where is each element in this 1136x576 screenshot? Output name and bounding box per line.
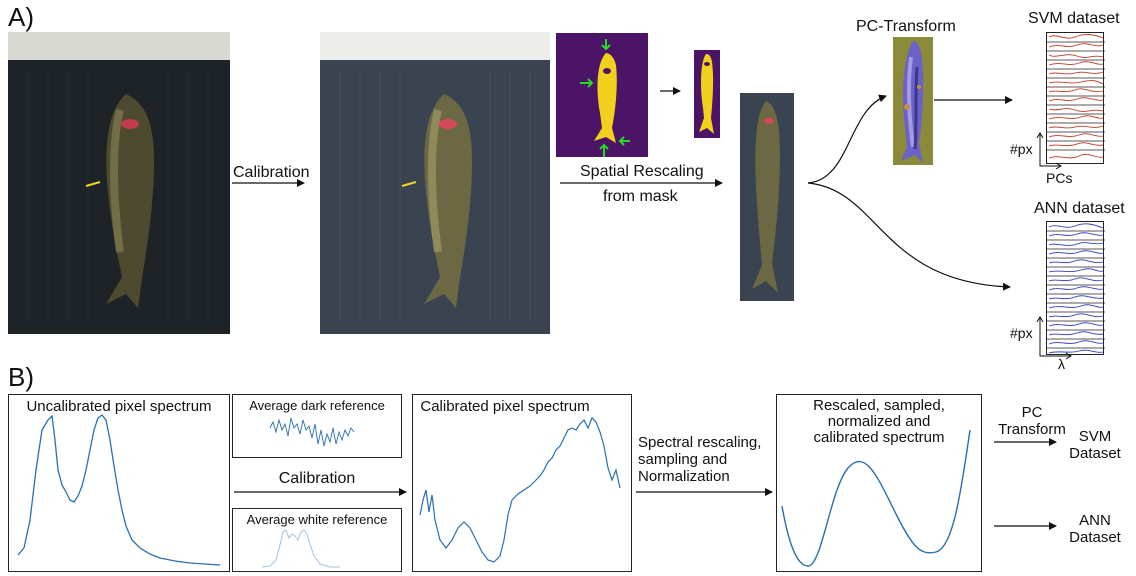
from-mask-label: from mask (603, 188, 678, 205)
uncalibrated-spectrum-box (8, 394, 230, 572)
raw-fish-svg (8, 32, 230, 334)
svm-label-line1: SVM (1078, 428, 1112, 445)
rescaled-mask-image (694, 50, 720, 138)
panel-b-label: B) (8, 362, 34, 392)
calibrated-fish-image (320, 32, 550, 334)
pc-transform-image (893, 37, 933, 165)
pc-label-line2: Transform (998, 421, 1066, 438)
rescaled-fish-svg (740, 93, 794, 301)
rescaled-spectrum-title: Rescaled, sampled, normalized and calibr… (776, 398, 982, 446)
calibration-label-b: Calibration (278, 470, 356, 487)
ann-dataset-title: ANN dataset (1034, 200, 1125, 217)
calibrated-spectrum-box (412, 394, 632, 572)
svm-dataset-title: SVM dataset (1028, 10, 1120, 27)
panel-a-label: A) (8, 2, 34, 32)
spectral-rescaling-line3: Normalization (638, 468, 730, 485)
calibration-label-a: Calibration (233, 164, 310, 181)
calibrated-fish-svg (320, 32, 550, 334)
curve-to-pc-transform (807, 94, 887, 184)
spatial-rescaling-label: Spatial Rescaling (580, 163, 704, 180)
rescaled-title-line2: normalized and (827, 413, 931, 430)
rescaled-title-line3: calibrated spectrum (813, 429, 945, 446)
spectral-rescaling-line1: Spectral rescaling, (638, 434, 762, 451)
ann-label-line1: ANN (1079, 512, 1111, 529)
svm-table-svg (1047, 34, 1105, 159)
ann-lambda-axis-label: λ (1058, 356, 1065, 372)
pc-image-svg (893, 37, 933, 165)
spectral-rescaling-line2: sampling and (638, 451, 728, 468)
small-mask-svg (694, 50, 720, 138)
ann-label-line2: Dataset (1069, 529, 1121, 546)
svm-px-axis-label: #px (1010, 141, 1033, 157)
rescaled-fish-image (740, 93, 794, 301)
ann-px-axis-label: #px (1010, 325, 1033, 341)
ann-table-svg (1047, 223, 1105, 354)
segmentation-mask-image (556, 33, 648, 157)
white-reference-title: Average white reference (246, 512, 388, 527)
ann-dataset-table (1046, 221, 1105, 355)
pc-transform-label: PC-Transform (856, 18, 956, 35)
calibrated-spectrum-title: Calibrated pixel spectrum (420, 398, 590, 415)
svm-pcs-axis-label: PCs (1046, 170, 1073, 186)
svm-label-line2: Dataset (1069, 445, 1121, 462)
pc-transform-label-b: PC Transform (990, 404, 1074, 438)
pc-label-line1: PC (1021, 404, 1043, 421)
curve-to-ann-dataset (807, 182, 1011, 291)
dark-reference-title: Average dark reference (249, 398, 385, 413)
spectral-rescaling-label: Spectral rescaling, sampling and Normali… (638, 434, 761, 485)
mask-svg (556, 33, 648, 157)
svm-dataset-table (1046, 32, 1105, 164)
rescaled-title-line1: Rescaled, sampled, (813, 397, 945, 414)
raw-fish-image (8, 32, 230, 334)
uncalibrated-spectrum-title: Uncalibrated pixel spectrum (26, 398, 212, 415)
ann-dataset-label-b: ANN Dataset (1062, 512, 1128, 546)
svm-dataset-label-b: SVM Dataset (1062, 428, 1128, 462)
